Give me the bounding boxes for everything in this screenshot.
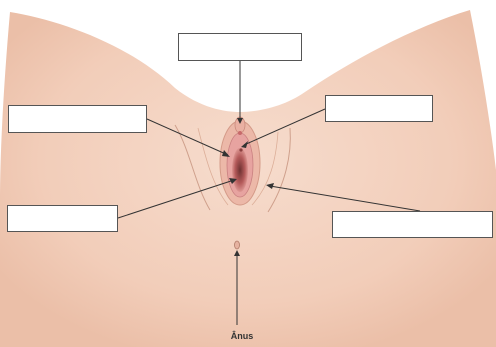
blank-label-box-upper-left[interactable] bbox=[8, 105, 147, 133]
anus-mark bbox=[235, 241, 240, 249]
blank-label-box-lower-left[interactable] bbox=[7, 205, 118, 232]
urethra-dot bbox=[239, 148, 242, 151]
blank-label-box-top[interactable] bbox=[178, 33, 302, 61]
blank-label-box-upper-right[interactable] bbox=[325, 95, 433, 122]
anus-label: Ânus bbox=[222, 331, 262, 341]
vestibule bbox=[232, 148, 248, 192]
blank-label-box-lower-right[interactable] bbox=[332, 211, 493, 238]
clitoris-dot bbox=[238, 131, 242, 135]
